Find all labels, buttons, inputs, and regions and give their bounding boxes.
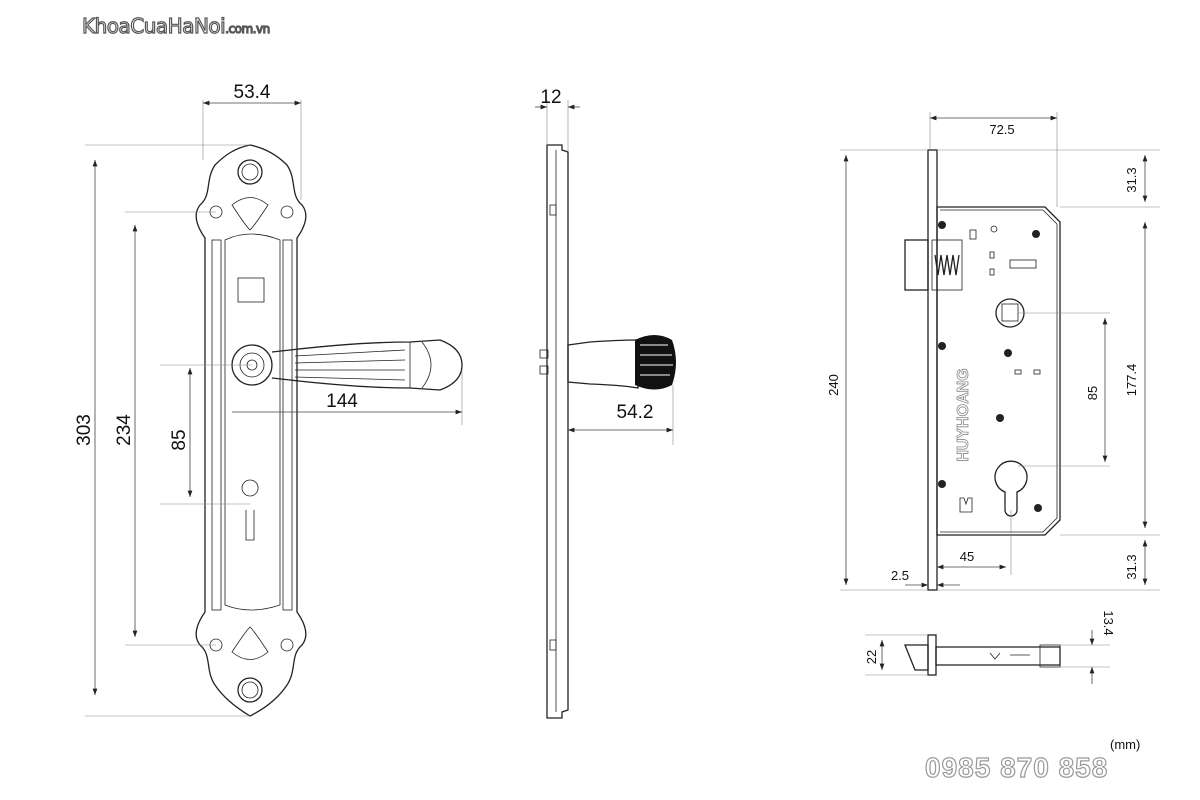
site-logo: KhoaCuaHaNoi.com.vn — [81, 13, 271, 38]
bottom-view: 22 13.4 — [864, 610, 1116, 684]
dim-case-depth: 72.5 — [989, 122, 1014, 137]
dim-handle-length: 144 — [326, 391, 358, 412]
dim-center-distance: 85 — [1085, 386, 1100, 400]
dim-backset: 45 — [960, 549, 974, 564]
brand-engraving: HUYHOANG — [955, 368, 972, 461]
dim-handle-projection: 54.2 — [617, 402, 654, 423]
side-view-dimensions: 12 54.2 — [535, 87, 674, 445]
units-label: (mm) — [1110, 737, 1141, 752]
dim-handle-to-keyhole: 85 — [169, 429, 190, 450]
dim-plate-width: 53.4 — [234, 82, 271, 103]
front-view-dimensions: 53.4 303 234 85 144 — [74, 82, 463, 717]
lock-body-dimensions: 72.5 240 31.3 177.4 85 31.3 45 2.5 — [826, 112, 1160, 591]
side-view — [539, 144, 676, 719]
front-view-handle-plate — [195, 144, 463, 717]
dim-faceplate-height: 240 — [826, 374, 841, 396]
dim-latch-width: 22 — [864, 650, 879, 664]
dim-bolt-width: 13.4 — [1101, 610, 1116, 635]
phone-number: 0985 870 858 — [924, 751, 1109, 783]
dim-top-margin: 31.3 — [1124, 167, 1139, 192]
dim-bottom-margin: 31.3 — [1124, 554, 1139, 579]
dim-plate-thickness: 12 — [540, 87, 561, 108]
dim-screw-spacing: 234 — [114, 414, 135, 446]
dim-overall-height: 303 — [74, 414, 95, 446]
mortise-lock-body: HUYHOANG — [904, 149, 1061, 591]
logo-name: KhoaCuaHaNoi — [81, 13, 226, 38]
dim-faceplate-thickness: 2.5 — [891, 568, 909, 583]
logo-domain: .com.vn — [225, 21, 271, 36]
dim-case-height: 177.4 — [1124, 364, 1139, 397]
